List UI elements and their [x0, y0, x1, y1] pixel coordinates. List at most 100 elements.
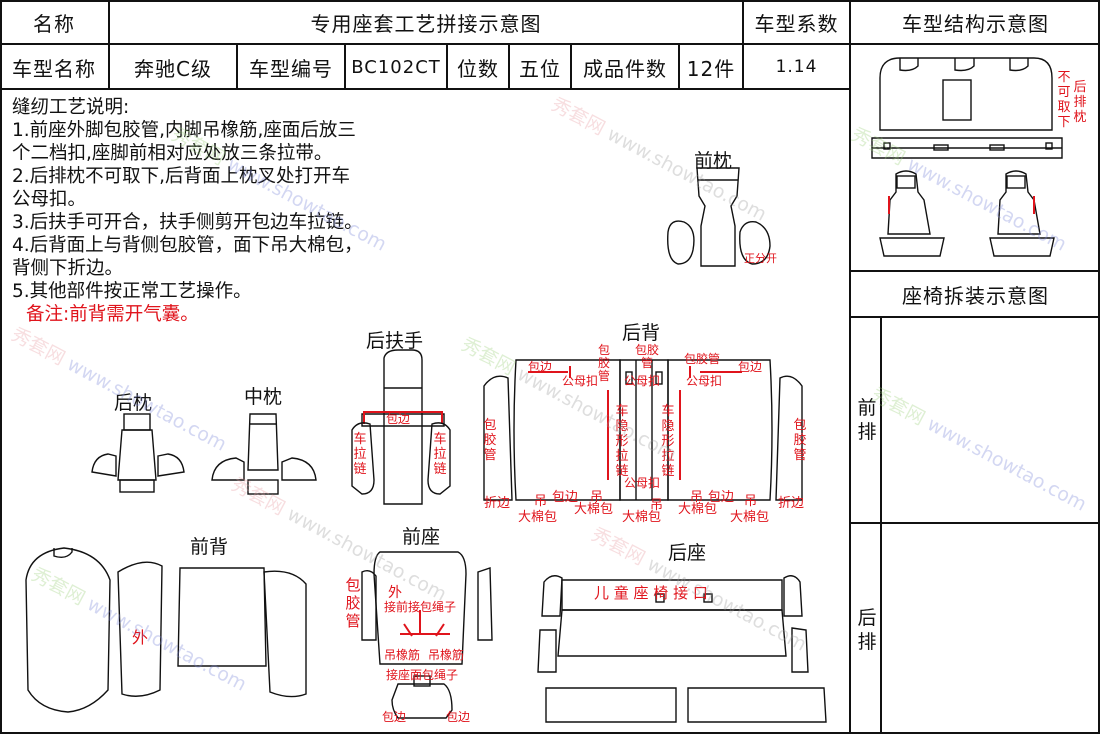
- info-divider-5: [570, 43, 572, 90]
- rear-back-hang-3: 吊: [650, 498, 664, 513]
- header-divider-1: [108, 0, 110, 90]
- info-row: [0, 43, 851, 90]
- middle-pillow-drawing: [211, 413, 317, 495]
- rear-back-pipe-side-right: 包胶管: [793, 418, 807, 463]
- front-seat-edge-right: 包边: [446, 710, 471, 724]
- rear-back-hang-1: 吊: [534, 494, 548, 509]
- page-title: 专用座套工艺拼接示意图: [310, 11, 542, 36]
- header-row: [0, 0, 1100, 45]
- header-divider-2: [742, 0, 744, 90]
- info-divider-1: [236, 43, 238, 90]
- rear-back-edge-right: 包边: [738, 360, 763, 374]
- rear-back-snap-right: 公母扣: [686, 374, 723, 388]
- front-row-label: 前排: [857, 397, 877, 443]
- coeff-value: 1.14: [775, 57, 818, 77]
- front-back-title: 前背: [190, 536, 229, 558]
- front-pillow-drawing: [667, 167, 771, 267]
- rear-pillow-note: 不可取下: [1057, 70, 1071, 130]
- rear-back-cotton-5: 大棉包: [730, 510, 770, 525]
- right-row-label-divider: [880, 316, 882, 734]
- rear-back-pipe-side-left: 包胶管: [483, 418, 497, 463]
- rear-back-snap-bottom: 公母扣: [624, 476, 661, 490]
- rear-back-snap-mid: 公母扣: [624, 374, 661, 388]
- rear-seat-drawing: [537, 575, 827, 723]
- pieces-value: 12件: [686, 56, 736, 81]
- notes-line-2: 个二档扣,座脚前相对应处放三条拉带。: [12, 143, 333, 164]
- rear-back-title: 后背: [622, 322, 661, 344]
- rear-back-cotton-2: 大棉包: [574, 502, 614, 517]
- pieces-label: 成品件数: [583, 56, 667, 81]
- right-structure-box: [851, 43, 1100, 272]
- rear-armrest-title: 后扶手: [366, 330, 424, 352]
- right-column-divider: [849, 0, 851, 734]
- rear-back-hang-4: 吊: [690, 490, 704, 505]
- front-pillow-title: 前枕: [694, 150, 733, 172]
- sewing-notes: 缝纫工艺说明: 1.前座外脚包胶管,内脚吊橡筋,座面后放三 个二档扣,座脚前相对…: [12, 96, 363, 326]
- model-name-value: 奔驰C级: [134, 56, 212, 81]
- rear-back-edge-left: 包边: [528, 360, 553, 374]
- rear-pillow-title: 后枕: [114, 392, 153, 414]
- rear-back-zip-left: 车隐形拉链: [615, 404, 629, 479]
- middle-pillow-title: 中枕: [244, 386, 283, 408]
- armrest-edge-label: 包边: [386, 412, 411, 426]
- rear-armrest-drawing: [351, 349, 451, 505]
- rear-back-hang-5: 吊: [744, 494, 758, 509]
- front-seat-elastic-left: 吊橡筋: [384, 648, 421, 662]
- front-back-drawing: [25, 547, 307, 713]
- front-seat-front-rope: 接前接包绳子: [384, 600, 457, 614]
- front-seat-edge-left: 包边: [382, 710, 407, 724]
- rear-back-bottom-edge-right: 包边: [708, 490, 735, 505]
- rear-seat-title: 后座: [668, 542, 707, 564]
- info-divider-6: [678, 43, 680, 90]
- rear-back-zip-right: 车隐形拉链: [661, 404, 675, 479]
- coeff-label: 车型系数: [754, 11, 839, 36]
- rear-back-pipe-mid: 包胶管: [634, 343, 659, 370]
- front-seat-elastic-right: 吊橡筋: [428, 648, 465, 662]
- rear-back-cotton-4: 大棉包: [678, 502, 718, 517]
- front-seat-pipe-wrap: 包胶管: [345, 576, 361, 630]
- rear-back-pipe-left-top: 包胶管: [597, 343, 610, 383]
- rear-back-fold-right: 折边: [778, 496, 805, 511]
- notes-line-8: 5.其他部件按正常工艺操作。: [12, 281, 252, 302]
- disassembly-label: 座椅拆装示意图: [902, 283, 1049, 308]
- front-seat-drawing: [361, 551, 493, 719]
- right-front-row: [851, 316, 1100, 524]
- front-pillow-note: 正分开: [744, 252, 777, 265]
- rear-pillow-drawing: [91, 413, 185, 493]
- front-back-outer: 外: [132, 628, 149, 647]
- notes-line-6: 4.后背面上与背侧包胶管，面下吊大棉包，: [12, 235, 363, 256]
- name-label: 名称: [33, 11, 75, 36]
- front-seat-seat-rope: 接座面包绳子: [386, 668, 459, 682]
- rear-back-snap-left: 公母扣: [562, 374, 599, 388]
- notes-line-1: 1.前座外脚包胶管,内脚吊橡筋,座面后放三: [12, 120, 356, 141]
- rear-back-cotton-1: 大棉包: [518, 510, 558, 525]
- model-name-label: 车型名称: [12, 56, 96, 81]
- rear-pillow-label: 后排枕: [1073, 80, 1087, 125]
- front-seat-title: 前座: [402, 526, 441, 548]
- info-divider-4: [508, 43, 510, 90]
- armrest-zip-left: 车拉链: [353, 432, 367, 477]
- info-divider-2: [344, 43, 346, 90]
- notes-remark: 备注:前背需开气囊。: [26, 304, 199, 325]
- notes-line-5: 3.后扶手可开合，扶手侧剪开包边车拉链。: [12, 212, 363, 233]
- rear-back-fold-left: 折边: [484, 496, 511, 511]
- rear-back-drawing: [483, 359, 803, 501]
- rear-back-pipe-right: 包胶管: [684, 352, 721, 366]
- model-code-value: BC102CT: [351, 56, 441, 78]
- notes-line-4: 公母扣。: [12, 189, 87, 210]
- front-seat-structure-left: [879, 170, 945, 257]
- model-code-label: 车型编号: [249, 56, 333, 81]
- rear-back-bottom-edge-left: 包边: [552, 490, 579, 505]
- notes-line-3: 2.后排枕不可取下,后背面上枕叉处打开车: [12, 166, 351, 187]
- child-seat-interface: 儿 童 座 椅 接 口: [594, 584, 708, 602]
- right-disassembly-row: [851, 270, 1100, 318]
- front-seat-outer: 外: [388, 585, 402, 601]
- structure-label: 车型结构示意图: [902, 11, 1049, 36]
- seats-value: 五位: [519, 56, 561, 81]
- notes-line-7: 背侧下折边。: [12, 258, 124, 279]
- info-divider-3: [446, 43, 448, 90]
- armrest-zip-right: 车拉链: [433, 432, 447, 477]
